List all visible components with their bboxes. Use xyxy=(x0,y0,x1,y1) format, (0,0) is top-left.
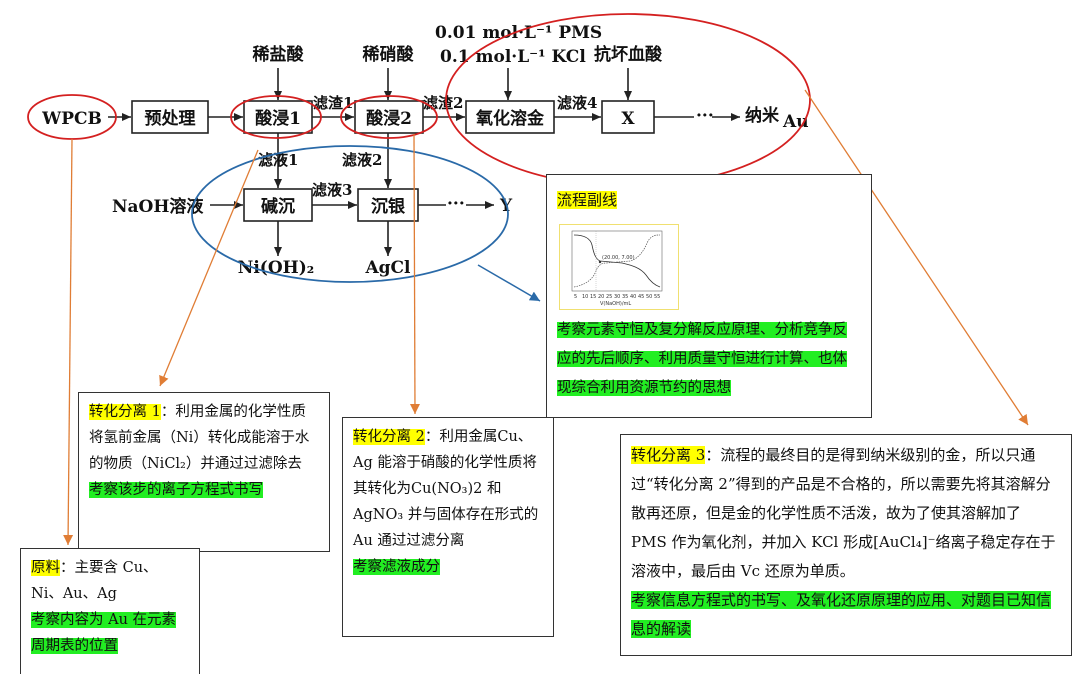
label-residue2: 滤渣2 xyxy=(423,94,463,112)
mini-chart-plot: (20.00, 7.00) V(NaOH)/mL 5 10 15 20 25 3… xyxy=(571,230,663,307)
node-x: X xyxy=(601,100,655,134)
mini-chart-tick: 20 xyxy=(598,294,604,300)
node-alkali: 碱沉 xyxy=(243,188,313,222)
mini-chart-tick: 40 xyxy=(630,294,636,300)
label-nioh2: Ni(OH)₂ xyxy=(238,258,314,278)
node-leach1: 酸浸1 xyxy=(243,100,313,134)
mini-chart: (20.00, 7.00) V(NaOH)/mL 5 10 15 20 25 3… xyxy=(559,224,679,310)
mini-chart-tick: 15 xyxy=(590,294,596,300)
label-dots-nano: ··· xyxy=(696,106,714,126)
node-oxidize: 氧化溶金 xyxy=(465,100,555,134)
highlight-ellipse-leach2 xyxy=(340,95,438,139)
highlight-ellipse-leach1 xyxy=(230,95,322,139)
note-sep1-green: 考察该步的离子方程式书写 xyxy=(89,482,263,498)
mini-chart-tick: 55 xyxy=(654,294,660,300)
note-separation-3: 转化分离 3：流程的最终目的是得到纳米级别的金，所以只通过“转化分离 2”得到的… xyxy=(620,434,1072,656)
note-sep3-title: 转化分离 3 xyxy=(631,446,706,464)
note-sep3-green: 考察信息方程式的书写、及氧化还原原理的应用、对题目已知信息的解读 xyxy=(631,591,1052,638)
connector-sep2 xyxy=(409,133,420,415)
label-au: Au xyxy=(782,112,809,132)
reagent-dilute-hno3: 稀硝酸 xyxy=(363,44,415,65)
note-raw-material: 原料：主要含 Cu、Ni、Au、Ag 考察内容为 Au 在元素周期表的位置 xyxy=(20,548,200,674)
node-oxidize-label: 氧化溶金 xyxy=(475,108,545,129)
note-side-line: 流程副线 (20.00, 7.00) V(NaOH)/mL 5 10 15 20… xyxy=(546,174,872,418)
mini-chart-tick: 10 xyxy=(582,294,588,300)
highlight-ellipse-side-line xyxy=(191,145,509,283)
mini-chart-annotation: (20.00, 7.00) xyxy=(602,255,635,261)
node-leach2-label: 酸浸2 xyxy=(366,108,412,129)
node-pretreat: 预处理 xyxy=(131,100,209,134)
note-sep2-green: 考察滤液成分 xyxy=(353,559,440,575)
connector-raw xyxy=(63,138,74,546)
note-separation-1: 转化分离 1：利用金属的化学性质将氢前金属（Ni）转化成能溶于水的物质（NiCl… xyxy=(78,392,330,552)
node-wpcb-label: WPCB xyxy=(41,109,102,129)
node-leach2: 酸浸2 xyxy=(354,100,424,134)
mini-chart-tick: 50 xyxy=(646,294,652,300)
node-leach1-label: 酸浸1 xyxy=(255,108,301,129)
mini-chart-tick: 5 xyxy=(574,294,577,300)
note-raw-text: ：主要含 Cu、Ni、Au、Ag xyxy=(31,560,158,602)
node-wpcb: WPCB xyxy=(41,109,102,129)
label-filtrate2: 滤液2 xyxy=(342,151,382,169)
label-agcl: AgCl xyxy=(364,258,411,278)
connector-sep3 xyxy=(804,89,1029,426)
node-pretreat-label: 预处理 xyxy=(145,108,196,129)
reagent-ascorbic-acid: 抗坏血酸 xyxy=(594,44,663,65)
mini-chart-tick: 25 xyxy=(606,294,612,300)
note-raw-title: 原料 xyxy=(31,560,60,576)
connector-side-line xyxy=(477,264,541,302)
note-separation-2: 转化分离 2：利用金属Cu、Ag 能溶于硝酸的化学性质将其转化为Cu(NO₃)2… xyxy=(342,417,554,637)
mini-chart-tick: 35 xyxy=(622,294,628,300)
note-raw-green: 考察内容为 Au 在元素周期表的位置 xyxy=(31,612,177,654)
label-residue1: 滤渣1 xyxy=(313,94,353,112)
reagent-dilute-hcl: 稀盐酸 xyxy=(253,44,305,65)
mini-chart-tick: 45 xyxy=(638,294,644,300)
node-silver-label: 沉银 xyxy=(371,196,406,217)
label-filtrate4: 滤液4 xyxy=(557,94,597,112)
note-sep3-text: ：流程的最终目的是得到纳米级别的金，所以只通过“转化分离 2”得到的产品是不合格… xyxy=(631,446,1056,580)
note-sep1-text: ：利用金属的化学性质将氢前金属（Ni）转化成能溶于水的物质（NiCl₂）并通过过… xyxy=(89,404,310,472)
mini-chart-xlabel: V(NaOH)/mL xyxy=(600,301,631,307)
node-silver: 沉银 xyxy=(357,188,419,222)
node-alkali-label: 碱沉 xyxy=(261,196,295,217)
reagent-naoh: NaOH溶液 xyxy=(112,196,203,217)
mini-chart-tick: 30 xyxy=(614,294,620,300)
label-nano: 纳米 xyxy=(745,105,780,126)
node-x-label: X xyxy=(621,109,635,129)
note-side-line-body: 考察元素守恒及复分解反应原理、分析竞争反应的先后顺序、利用质量守恒进行计算、也体… xyxy=(557,322,847,396)
connector-sep1 xyxy=(159,149,259,387)
note-sep1-title: 转化分离 1 xyxy=(89,404,161,420)
note-sep2-title: 转化分离 2 xyxy=(353,429,425,445)
note-sep2-text: ：利用金属Cu、Ag 能溶于硝酸的化学性质将其转化为Cu(NO₃)2 和 AgN… xyxy=(353,429,539,549)
label-dots-y: ··· xyxy=(447,194,465,214)
reagent-pms: 0.01 mol·L⁻¹ PMS xyxy=(435,23,602,43)
note-side-line-title: 流程副线 xyxy=(557,191,618,209)
label-filtrate3: 滤液3 xyxy=(312,181,352,199)
